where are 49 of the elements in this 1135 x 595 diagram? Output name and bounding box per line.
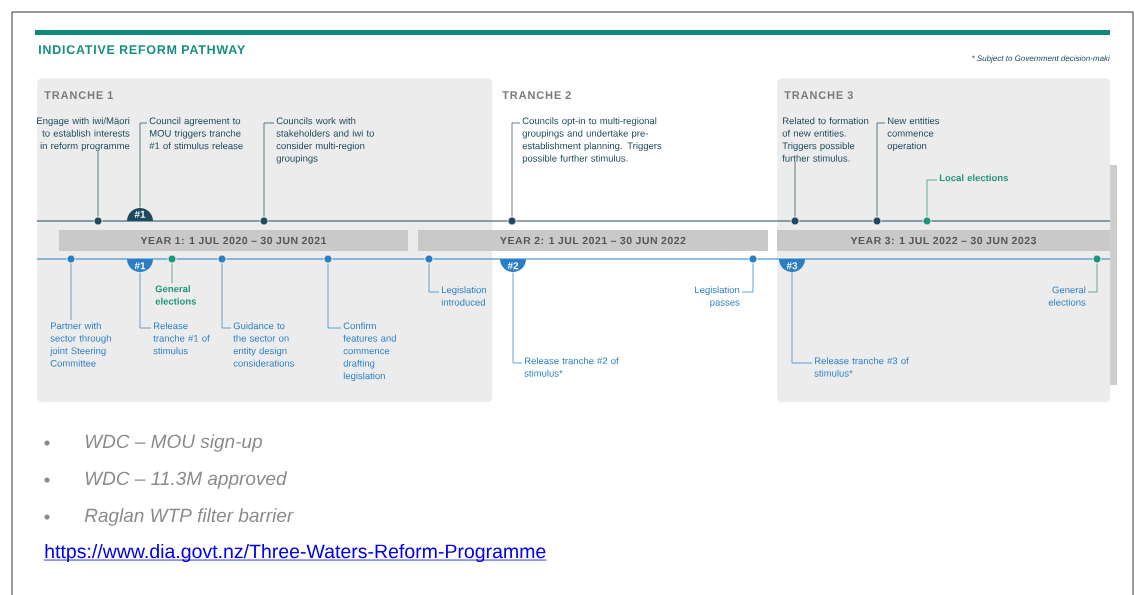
leader-line xyxy=(263,122,275,217)
event-text: Councils work with stakeholders and iwi to consider multi-region groupings xyxy=(276,117,374,164)
leader-line xyxy=(876,122,886,217)
leader-line xyxy=(97,150,99,217)
bullet-item: WDC – 11.3M approved xyxy=(44,471,288,489)
event-text: Partner with sector through joint Steering Committee xyxy=(49,322,111,367)
leader-line xyxy=(1087,263,1098,293)
event-text: General elections xyxy=(1048,286,1086,306)
event-text: Legislation passes xyxy=(695,286,740,308)
leader-line xyxy=(926,179,938,217)
year-bar: YEAR 1: 1 JUL 2020 – 30 JUN 2021 xyxy=(59,230,408,251)
event-text: Council agreement to MOU triggers tranche #1 of stimulus release xyxy=(149,117,243,150)
leader-line xyxy=(511,122,521,217)
event-text: Release tranche #3 of stimulus* xyxy=(814,357,909,377)
leader-line xyxy=(791,272,813,364)
tranche-badge: #1 xyxy=(127,259,153,272)
event-text: Release tranche #1 of stimulus xyxy=(153,322,210,355)
leader-line xyxy=(428,263,440,293)
bullet-item: Raglan WTP filter barrier xyxy=(44,508,294,526)
event-text: Guidance to the sector on entity design considerations xyxy=(233,322,295,367)
event-text: Legislation introduced xyxy=(441,286,486,306)
year-bar: YEAR 3: 1 JUL 2022 – 30 JUN 2023 xyxy=(777,230,1110,251)
leader-line xyxy=(70,263,72,321)
leader-line xyxy=(139,272,152,329)
event-label: Local elections xyxy=(939,174,1008,182)
title: INDICATIVE REFORM PATHWAY xyxy=(39,45,246,55)
leader-line xyxy=(139,122,148,208)
leader-line xyxy=(741,263,754,293)
tranche-badge: #1 xyxy=(127,208,153,221)
event-text: Confirm features and commence drafting legislation xyxy=(343,322,396,382)
event-label: General elections xyxy=(155,285,196,305)
tranche-badge: #3 xyxy=(779,259,805,272)
year-bar: YEAR 2: 1 JUL 2021 – 30 JUN 2022 xyxy=(418,230,768,251)
leader-line xyxy=(794,161,796,217)
node-label: YEAR 3: 1 JUL 2022 – 30 JUN 2023 xyxy=(850,236,1037,245)
footnote: * Subject to Government decision-maki xyxy=(972,55,1110,63)
tranche-heading: TRANCHE 2 xyxy=(502,91,571,99)
event-text: Related to formation of new entities. Triggers possible further stimulus. xyxy=(782,117,869,162)
leader-line xyxy=(221,263,232,329)
event-text: Councils opt-in to multi-regional groupings and undertake pre-establishment planning. Triggers possible further stimulus. xyxy=(522,117,662,164)
leader-line xyxy=(512,272,523,364)
event-text: Release tranche #2 of stimulus* xyxy=(524,357,619,377)
bullet-item: WDC – MOU sign-up xyxy=(44,434,262,452)
leader-line xyxy=(171,263,173,284)
event-text: New entities commence operation xyxy=(887,117,940,152)
event-text: Engage with iwi/Māori to establish interests in reform programme xyxy=(37,117,130,152)
link: https://www.dia.govt.nz/Three-Waters-Reform-Programme xyxy=(43,543,547,563)
leader-line xyxy=(327,263,342,329)
tranche-badge: #2 xyxy=(500,259,526,272)
